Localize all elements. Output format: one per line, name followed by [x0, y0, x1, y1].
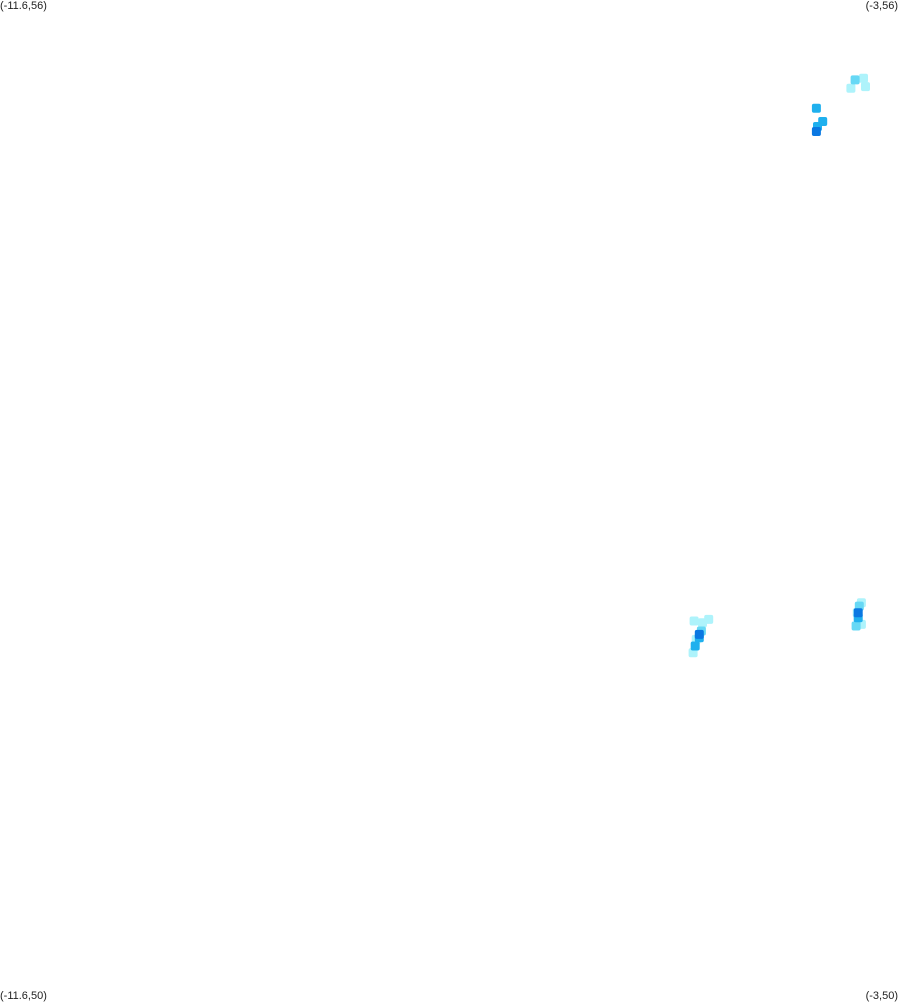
cluster-north-east [811, 73, 870, 136]
intensity-cell [853, 608, 863, 618]
cluster-south-center [688, 614, 714, 658]
intensity-cell [846, 83, 856, 93]
intensity-cell [690, 641, 700, 651]
intensity-cell [689, 616, 699, 626]
cluster-south-east [851, 598, 866, 631]
top-left-coordinate-label: (-11.6,56) [0, 0, 47, 12]
intensity-cell [694, 629, 704, 639]
intensity-cell [811, 127, 821, 136]
intensity-cell [850, 75, 860, 85]
intensity-cell [859, 73, 868, 83]
intensity-cell [851, 621, 861, 631]
intensity-cell [704, 614, 714, 624]
intensity-cell [811, 103, 821, 113]
top-right-coordinate-label: (-3,56) [865, 0, 898, 12]
intensity-cell [861, 82, 870, 92]
